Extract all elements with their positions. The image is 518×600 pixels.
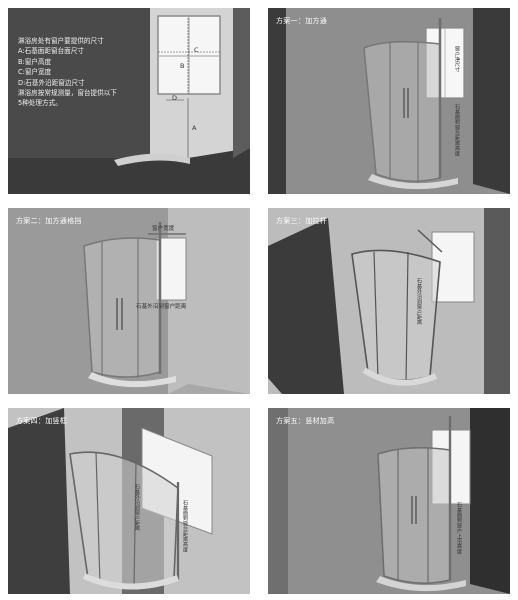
intro-text: 淋浴房处有窗户要提供的尺寸 A:石基面距窗台面尺寸 B:窗户高度 C:窗户宽度 … — [18, 36, 117, 109]
plan-2-illustration — [8, 208, 250, 394]
plan-4-title: 方案四：加竖框 — [16, 417, 68, 425]
plan-3-title: 方案三：加拉杆 — [276, 217, 328, 225]
plan-3-illustration — [268, 208, 510, 394]
plan-1-title: 方案一：加方通 — [276, 17, 328, 25]
intro-line-5: D:石基外沿距窗边尺寸 — [18, 78, 85, 87]
plan-3-panel: 方案三：加拉杆 石基外沿到窗户距离 — [268, 208, 510, 394]
plan-2-label-width: 窗户宽度 — [152, 226, 175, 232]
dimension-letter-d: D — [172, 94, 178, 102]
plan-1-label-height: 石基面到窗台距离高度 — [454, 104, 460, 156]
intro-line-3: B:窗户高度 — [18, 57, 52, 66]
plan-5-illustration — [268, 408, 510, 594]
intro-line-2: A:石基面距窗台面尺寸 — [18, 47, 84, 56]
plan-4-panel: 方案四：加竖框 石基外沿到窗户距离 石基面到窗台距离高度 — [8, 408, 250, 594]
plan-4-label-distance: 石基外沿到窗户距离 — [134, 484, 140, 531]
plan-2-panel: 方案二：加方通格挡 窗户宽度 石基外沿到窗户距离 — [8, 208, 250, 394]
intro-illustration — [8, 8, 250, 194]
plan-5-title: 方案五：竖材加高 — [276, 417, 335, 425]
intro-line-1: 淋浴房处有窗户要提供的尺寸 — [18, 37, 104, 45]
plan-3-label-distance: 石基外沿到窗户距离 — [416, 278, 422, 325]
intro-line-4: C:窗户宽度 — [18, 68, 52, 77]
plan-5-panel: 方案五：竖材加高 石基面到窗户上沿高度 — [268, 408, 510, 594]
plan-1-label-window: 窗户净尺寸 — [454, 46, 460, 72]
plan-2-label-distance: 石基外沿到窗户距离 — [136, 304, 187, 310]
intro-panel: 淋浴房处有窗户要提供的尺寸 A:石基面距窗台面尺寸 B:窗户高度 C:窗户宽度 … — [8, 8, 250, 194]
plan-1-illustration — [268, 8, 510, 194]
plan-5-label-height: 石基面到窗户上沿高度 — [456, 502, 462, 554]
plan-1-panel: 方案一：加方通 窗户净尺寸 石基面到窗台距离高度 — [268, 8, 510, 194]
dimension-letter-a: A — [192, 124, 197, 132]
plan-4-illustration — [8, 408, 250, 594]
intro-line-7: 5种处理方式。 — [18, 99, 62, 108]
plan-2-title: 方案二：加方通格挡 — [16, 217, 82, 225]
dimension-letter-c: C — [194, 46, 199, 54]
intro-line-6: 淋浴房按常规测量，窗台提供以下 — [18, 89, 117, 98]
plan-4-label-height: 石基面到窗台距离高度 — [182, 500, 188, 552]
dimension-letter-b: B — [180, 62, 185, 70]
